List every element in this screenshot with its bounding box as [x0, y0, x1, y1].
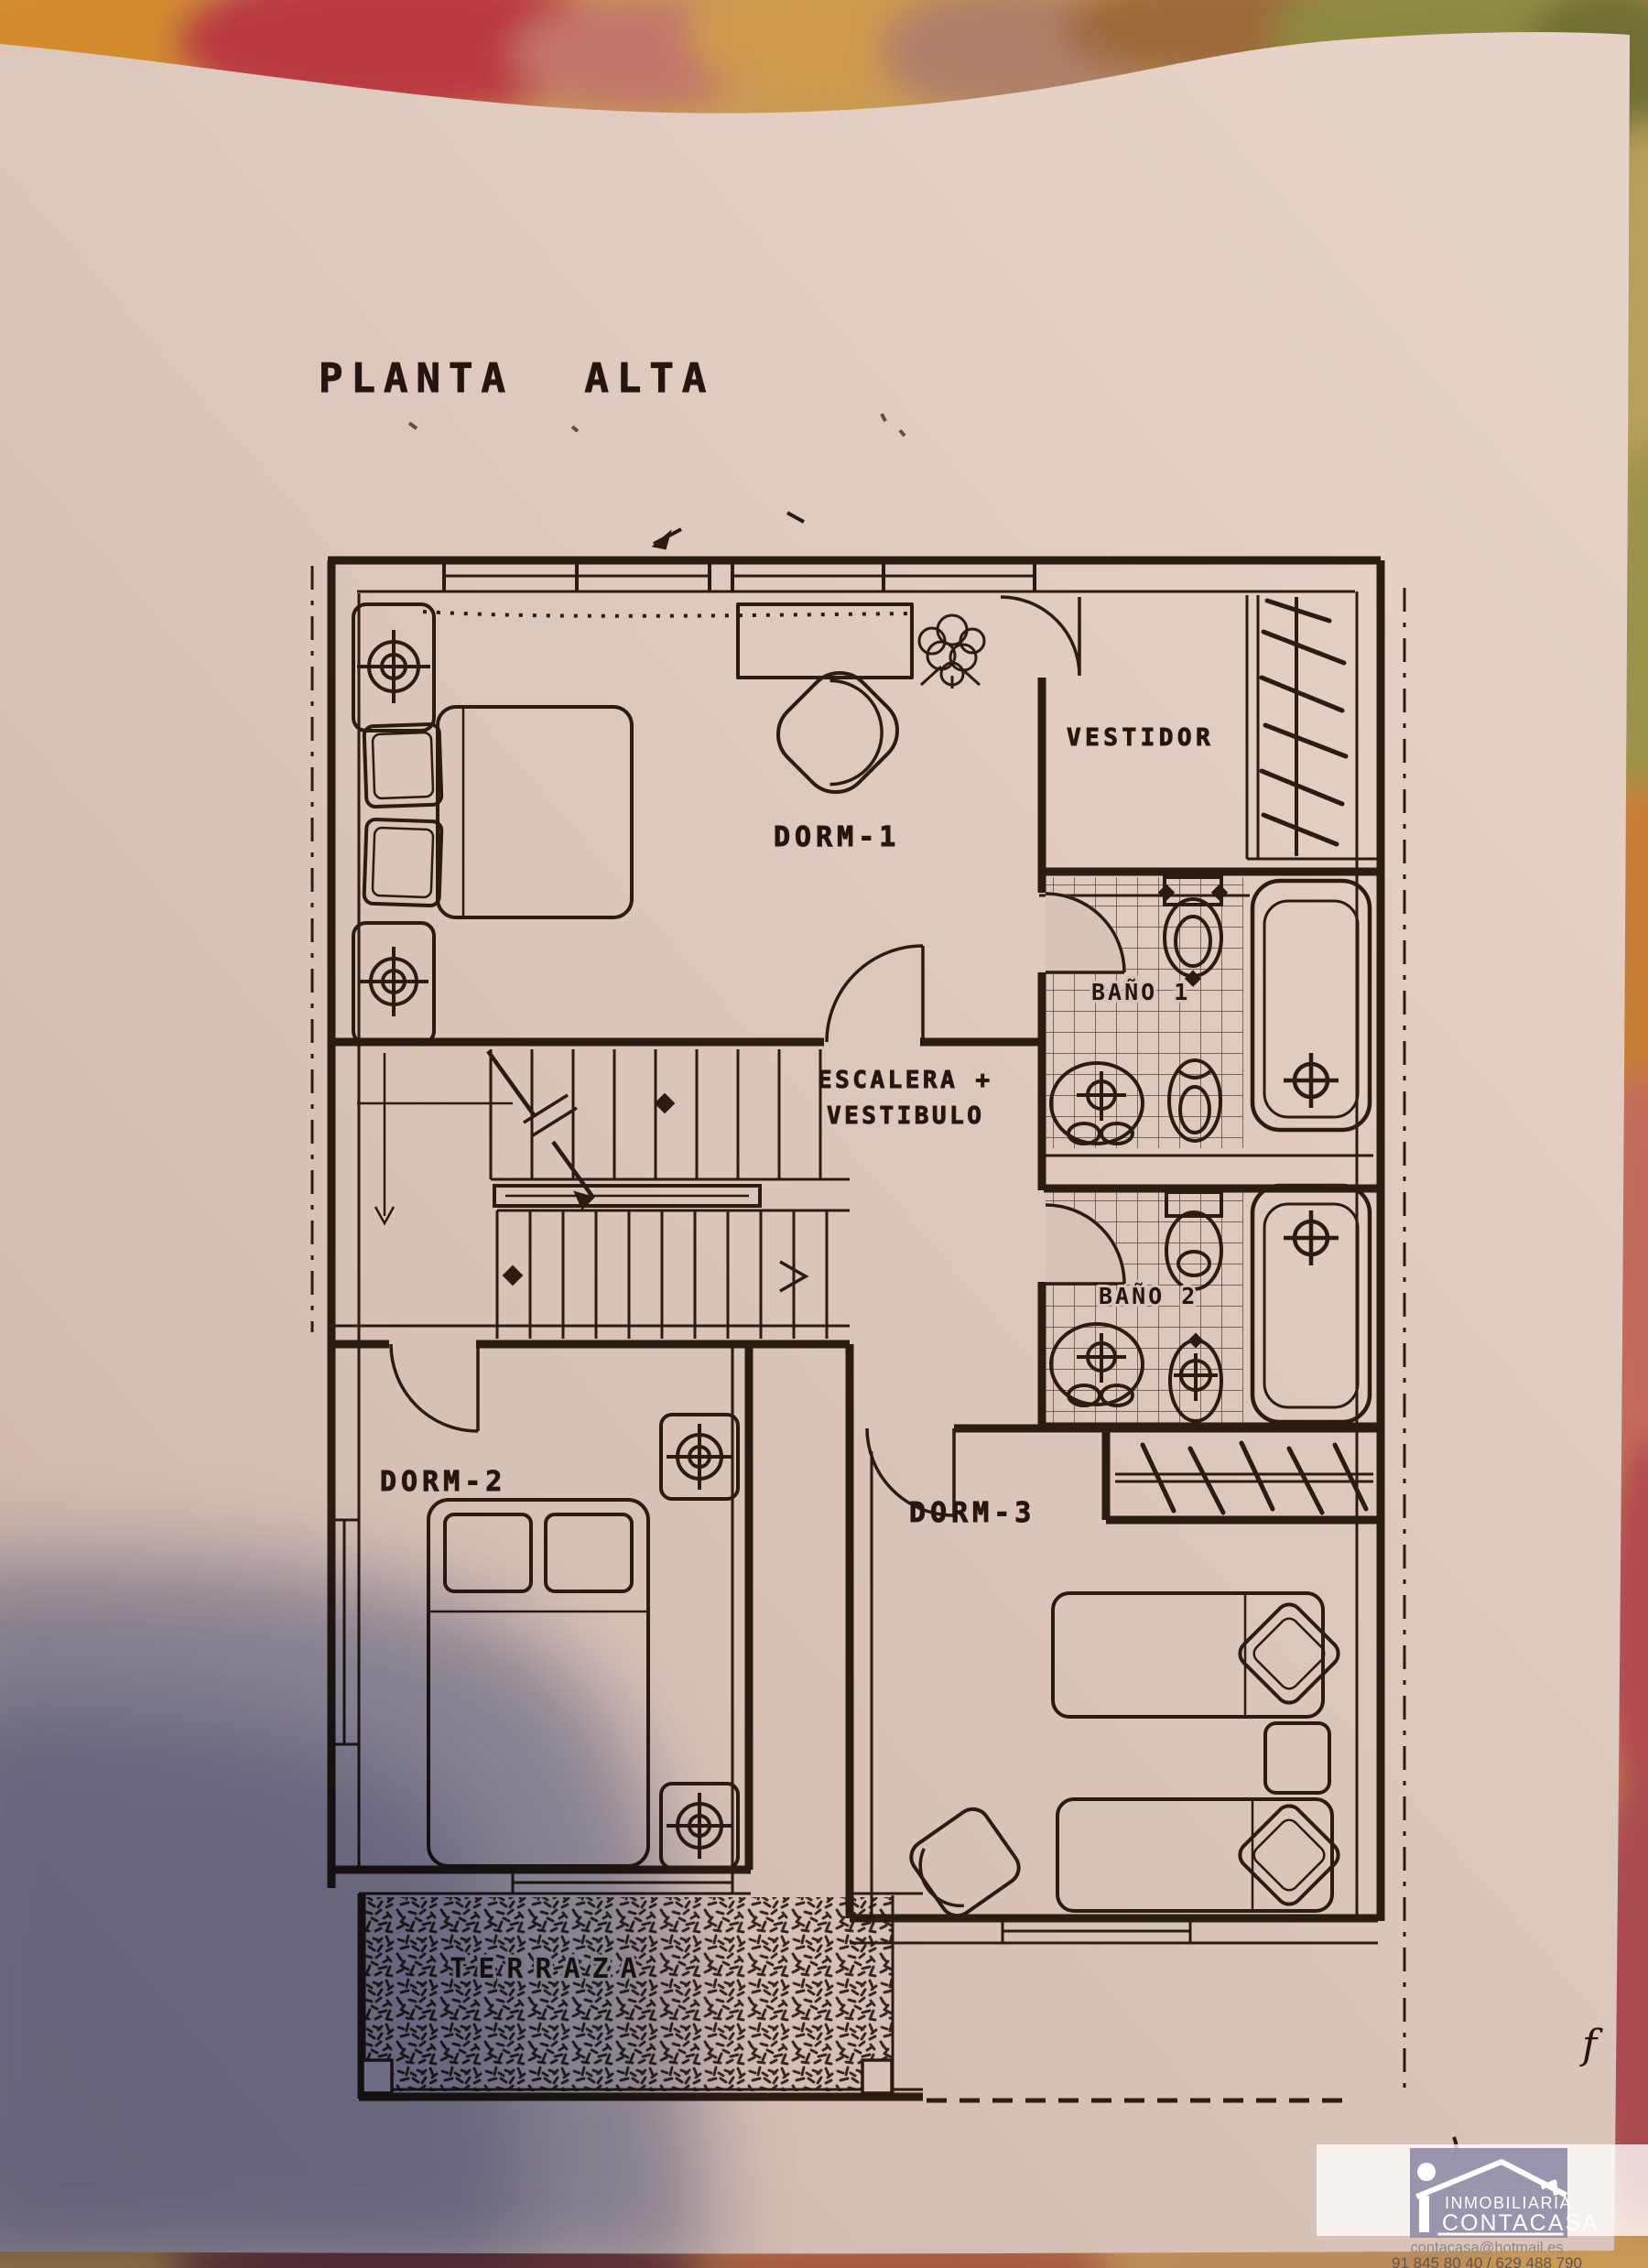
hanger-strokes: [1140, 1440, 1369, 1515]
toilet: [1165, 1190, 1223, 1291]
chair: [776, 671, 899, 794]
room-label-dorm3: DORM-3: [909, 1497, 1035, 1529]
watermark-company-bottom: CONTACASA: [1442, 2210, 1599, 2236]
pillow: [443, 1513, 533, 1593]
bathtub: [1250, 1183, 1372, 1425]
dashed-lines: [310, 566, 1406, 2103]
door-arc: [1045, 1203, 1126, 1286]
dorm3-furniture: [865, 1427, 1373, 1918]
plant: [917, 613, 986, 689]
bathtub: [1250, 878, 1372, 1133]
lamp-symbol: [667, 1424, 732, 1490]
door-arc: [1045, 892, 1126, 974]
pillow: [544, 1513, 634, 1593]
pillow: [362, 722, 444, 809]
watermark: INMOBILIARIA CONTACASA contacasa@hotmail…: [1317, 2144, 1648, 2268]
bathroom1: [1045, 875, 1372, 1148]
staircase: [357, 1049, 829, 1339]
pillow: [362, 817, 444, 908]
watermark-email: contacasa@hotmail.es: [1410, 2240, 1563, 2256]
nightstand: [1263, 1721, 1331, 1795]
windows: [331, 560, 1192, 1943]
camera-shadow: [0, 1560, 711, 2268]
nightstand: [352, 602, 436, 732]
plan-title: PLANTA ALTA: [319, 355, 714, 402]
washbasin: [1049, 1322, 1144, 1407]
bidet: [1167, 1058, 1222, 1143]
single-bed: [1056, 1797, 1334, 1913]
watermark-company-top: INMOBILIARIA: [1445, 2194, 1572, 2212]
room-label-bano1: BAÑO 1: [1091, 979, 1190, 1005]
closet: [1115, 1440, 1373, 1515]
room-label-dorm1: DORM-1: [774, 821, 900, 853]
double-bed: [436, 705, 634, 919]
door-arc: [389, 1343, 480, 1433]
lamp-symbol: [667, 1793, 732, 1859]
nightstand: [659, 1413, 740, 1501]
hanger-strokes: [1259, 598, 1349, 847]
chair: [909, 1807, 1021, 1918]
room-label-dorm2: DORM-2: [380, 1466, 506, 1498]
lamp-symbol: [359, 947, 428, 1016]
nightstand: [659, 1782, 740, 1870]
room-label-vestibulo: VESTIBULO: [827, 1102, 984, 1130]
pillow: [1238, 1602, 1340, 1705]
lamp-symbol: [357, 630, 430, 703]
guide-marks: [357, 1053, 809, 1293]
room-label-escalera: ESCALERA +: [818, 1067, 993, 1094]
room-label-bano2: BAÑO 2: [1099, 1283, 1198, 1309]
up-arrow: [486, 1049, 595, 1210]
pillow: [1238, 1804, 1340, 1906]
room-label-vestidor: VESTIDOR: [1067, 724, 1214, 752]
vestidor-door: [1000, 595, 1081, 677]
door-arc: [865, 1427, 956, 1517]
bathroom2: [1045, 1183, 1372, 1425]
watermark-phones: 91 845 80 40 / 629 488 790: [1392, 2254, 1582, 2268]
watermark-badge: [1410, 2148, 1567, 2238]
dorm1-furniture: [352, 602, 986, 1046]
pen-specks: [407, 413, 906, 438]
exterior-marks: [651, 511, 805, 550]
nightstand: [352, 921, 436, 1046]
toilet: [1157, 875, 1229, 987]
washbasin: [1049, 1061, 1144, 1145]
vestidor-closet: [1245, 595, 1378, 861]
hall-doors: [825, 944, 925, 1043]
house-logo-icon: [1415, 2159, 1568, 2236]
bidet: [1168, 1332, 1223, 1423]
